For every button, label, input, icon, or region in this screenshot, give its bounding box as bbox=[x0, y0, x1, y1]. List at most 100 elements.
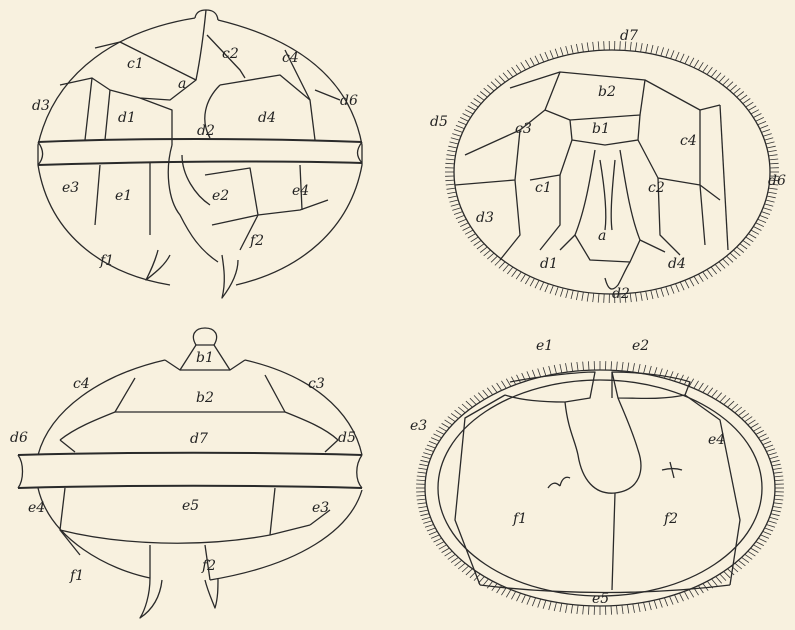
cilium bbox=[545, 284, 549, 292]
cilium bbox=[517, 593, 521, 601]
cilium bbox=[454, 212, 463, 215]
cilium bbox=[627, 605, 628, 614]
fig4-cilia-fringe bbox=[416, 361, 784, 615]
cilium bbox=[712, 390, 718, 397]
cilium bbox=[746, 102, 754, 107]
cilium bbox=[703, 385, 708, 392]
cilium bbox=[676, 52, 680, 60]
fig2-label-d2: d2 bbox=[612, 286, 630, 302]
cilium bbox=[675, 595, 679, 603]
cilium bbox=[416, 495, 425, 496]
cilium bbox=[748, 551, 756, 556]
cilium bbox=[451, 413, 458, 418]
cilium bbox=[423, 453, 432, 456]
cilium bbox=[455, 560, 462, 566]
cilium bbox=[649, 366, 652, 375]
cilium bbox=[587, 293, 588, 302]
fig2-label-c3: c3 bbox=[515, 121, 532, 137]
cilium bbox=[465, 230, 473, 234]
cilium bbox=[716, 577, 722, 584]
cilium bbox=[737, 92, 744, 98]
cilium bbox=[532, 370, 535, 378]
cilium bbox=[598, 41, 599, 50]
cilium bbox=[436, 542, 444, 546]
cilium bbox=[768, 453, 777, 456]
cilium bbox=[773, 468, 782, 469]
cilium bbox=[670, 371, 674, 379]
fig2-label-d6: d6 bbox=[768, 173, 786, 189]
cilium bbox=[516, 272, 521, 279]
cilium bbox=[491, 82, 498, 88]
cilium bbox=[719, 262, 725, 269]
cilium bbox=[477, 244, 484, 249]
cilium bbox=[484, 88, 491, 94]
cilium bbox=[627, 363, 628, 372]
cilium bbox=[675, 373, 679, 381]
cilium bbox=[774, 472, 783, 473]
cilium bbox=[651, 45, 653, 54]
cilium bbox=[761, 212, 770, 215]
cilium bbox=[560, 364, 562, 373]
cilium bbox=[427, 445, 435, 448]
cilium bbox=[712, 579, 718, 586]
cilium bbox=[571, 290, 573, 299]
cilium bbox=[770, 517, 779, 519]
cilium bbox=[418, 472, 427, 473]
cilium bbox=[446, 159, 455, 160]
cilium bbox=[436, 430, 444, 434]
cilium bbox=[448, 417, 456, 422]
cilium bbox=[484, 250, 491, 256]
fig3-label-d5: d5 bbox=[338, 430, 356, 446]
cilium bbox=[711, 267, 717, 274]
cilium bbox=[679, 593, 683, 601]
cilium bbox=[576, 291, 578, 300]
cilium bbox=[748, 106, 756, 111]
cilium bbox=[731, 404, 738, 410]
cilium bbox=[664, 598, 667, 606]
cilium bbox=[451, 138, 460, 140]
cilium bbox=[480, 247, 487, 253]
cilium bbox=[416, 480, 425, 481]
cilium bbox=[458, 121, 466, 124]
cilium bbox=[767, 196, 776, 198]
cilium bbox=[418, 468, 427, 469]
cilium bbox=[727, 256, 734, 262]
cilium bbox=[517, 375, 521, 383]
cilium bbox=[429, 441, 437, 444]
cilium bbox=[740, 95, 747, 100]
fig3-label-e3: e3 bbox=[312, 500, 329, 516]
cilium bbox=[434, 434, 442, 438]
cilium bbox=[617, 606, 618, 615]
cilium bbox=[768, 192, 777, 194]
cilium bbox=[495, 79, 501, 85]
cilium bbox=[756, 430, 764, 434]
cilium bbox=[689, 590, 694, 598]
cilium bbox=[720, 395, 726, 402]
fig4-label-e1: e1 bbox=[536, 338, 553, 354]
cilium bbox=[497, 383, 502, 390]
cilium bbox=[630, 293, 631, 302]
fig2-label-d3: d3 bbox=[476, 210, 494, 226]
cilium bbox=[765, 138, 774, 140]
cilium bbox=[477, 95, 484, 100]
cilium bbox=[499, 76, 505, 83]
fig4-label-e4: e4 bbox=[708, 432, 725, 448]
cilium bbox=[451, 204, 460, 206]
cilium bbox=[474, 99, 482, 104]
cilium bbox=[530, 278, 534, 286]
cilium bbox=[549, 366, 552, 375]
cilium bbox=[617, 362, 618, 371]
cilium bbox=[417, 476, 426, 477]
cilium bbox=[723, 79, 729, 85]
cilium bbox=[593, 293, 594, 302]
cilium bbox=[735, 563, 742, 569]
cilium bbox=[571, 363, 572, 372]
fig1-label-d3: d3 bbox=[32, 98, 50, 114]
cilium bbox=[550, 285, 553, 293]
cilium bbox=[560, 288, 563, 297]
cilium bbox=[773, 507, 782, 508]
cilium bbox=[760, 215, 768, 218]
fig1-label-f2: f2 bbox=[249, 233, 264, 249]
cilium bbox=[452, 134, 461, 137]
